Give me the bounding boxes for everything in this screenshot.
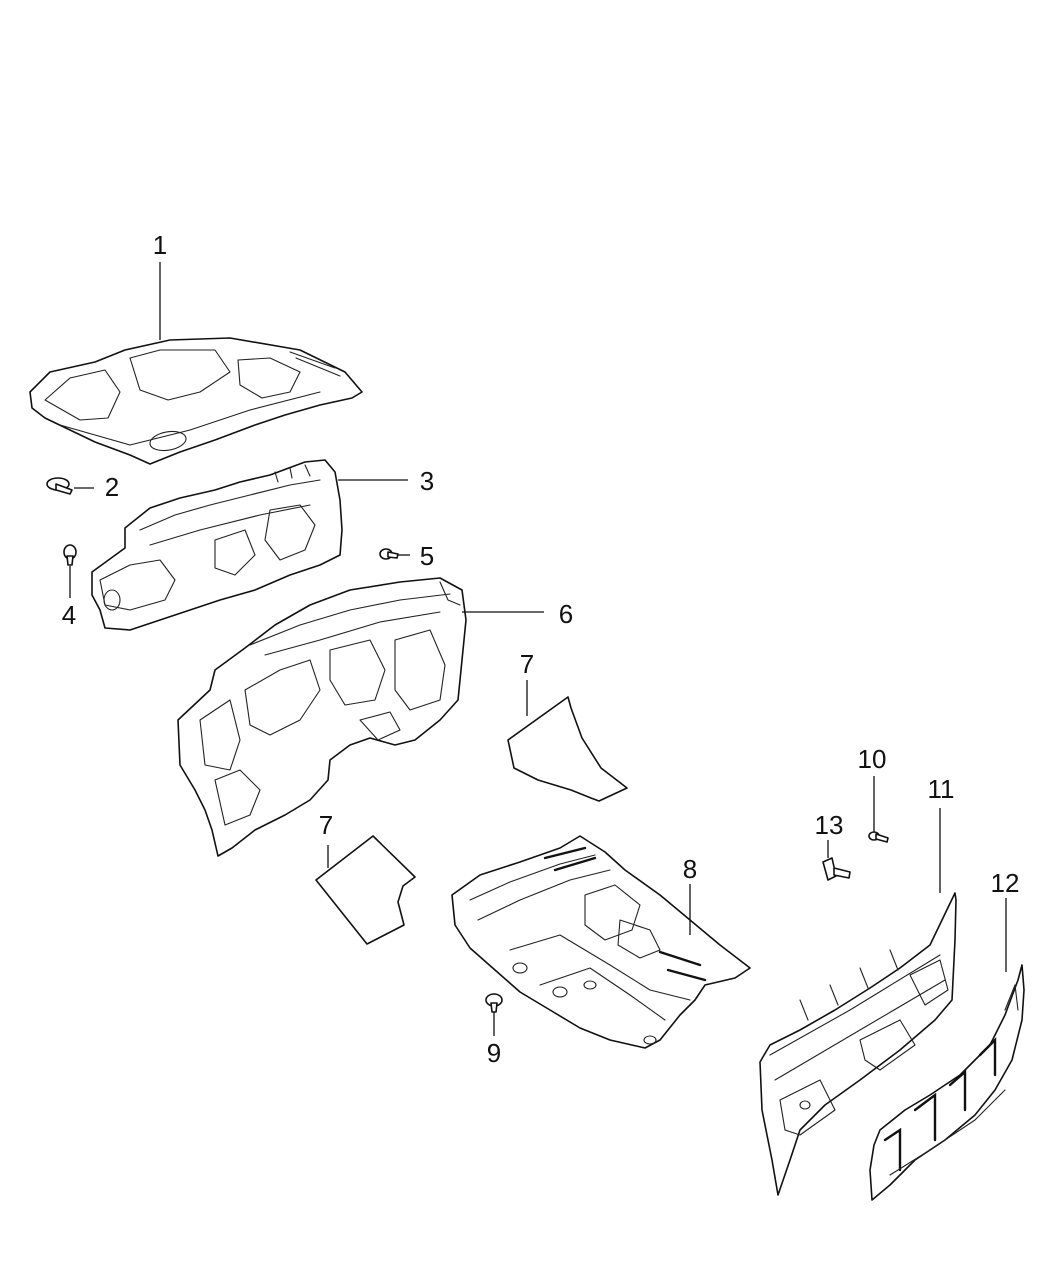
callout-1: 1 [153,230,167,260]
insulation-pad-icon [315,835,416,945]
callout-2: 2 [105,472,119,502]
push-pin-retainer-icon [485,993,503,1013]
insulation-pad-icon [507,696,628,802]
callout-9: 9 [487,1038,501,1068]
nut-clip-icon [822,857,851,881]
back-panel-silencer-icon [869,964,1025,1201]
push-pin-retainer-icon [63,544,77,566]
callout-3: 3 [420,466,434,496]
callout-7-upper: 7 [520,649,534,679]
push-pin-retainer-icon [379,548,399,560]
callout-4: 4 [62,600,76,630]
push-pin-retainer-icon [46,477,73,495]
callout-13: 13 [815,810,844,840]
callout-7-lower: 7 [319,810,333,840]
callout-6: 6 [559,599,573,629]
screw-icon [868,831,889,843]
callout-10: 10 [858,744,887,774]
dash-panel-silencer-outer-icon [91,459,343,631]
dash-panel-silencer-inner-icon [177,577,467,857]
callout-8: 8 [683,854,697,884]
rear-cab-silencer-icon [759,892,957,1196]
hood-silencer-pad-icon [29,337,363,465]
floor-pan-silencer-icon [451,835,751,1049]
callout-11: 11 [928,774,955,804]
callout-12: 12 [991,868,1020,898]
callout-5: 5 [420,541,434,571]
